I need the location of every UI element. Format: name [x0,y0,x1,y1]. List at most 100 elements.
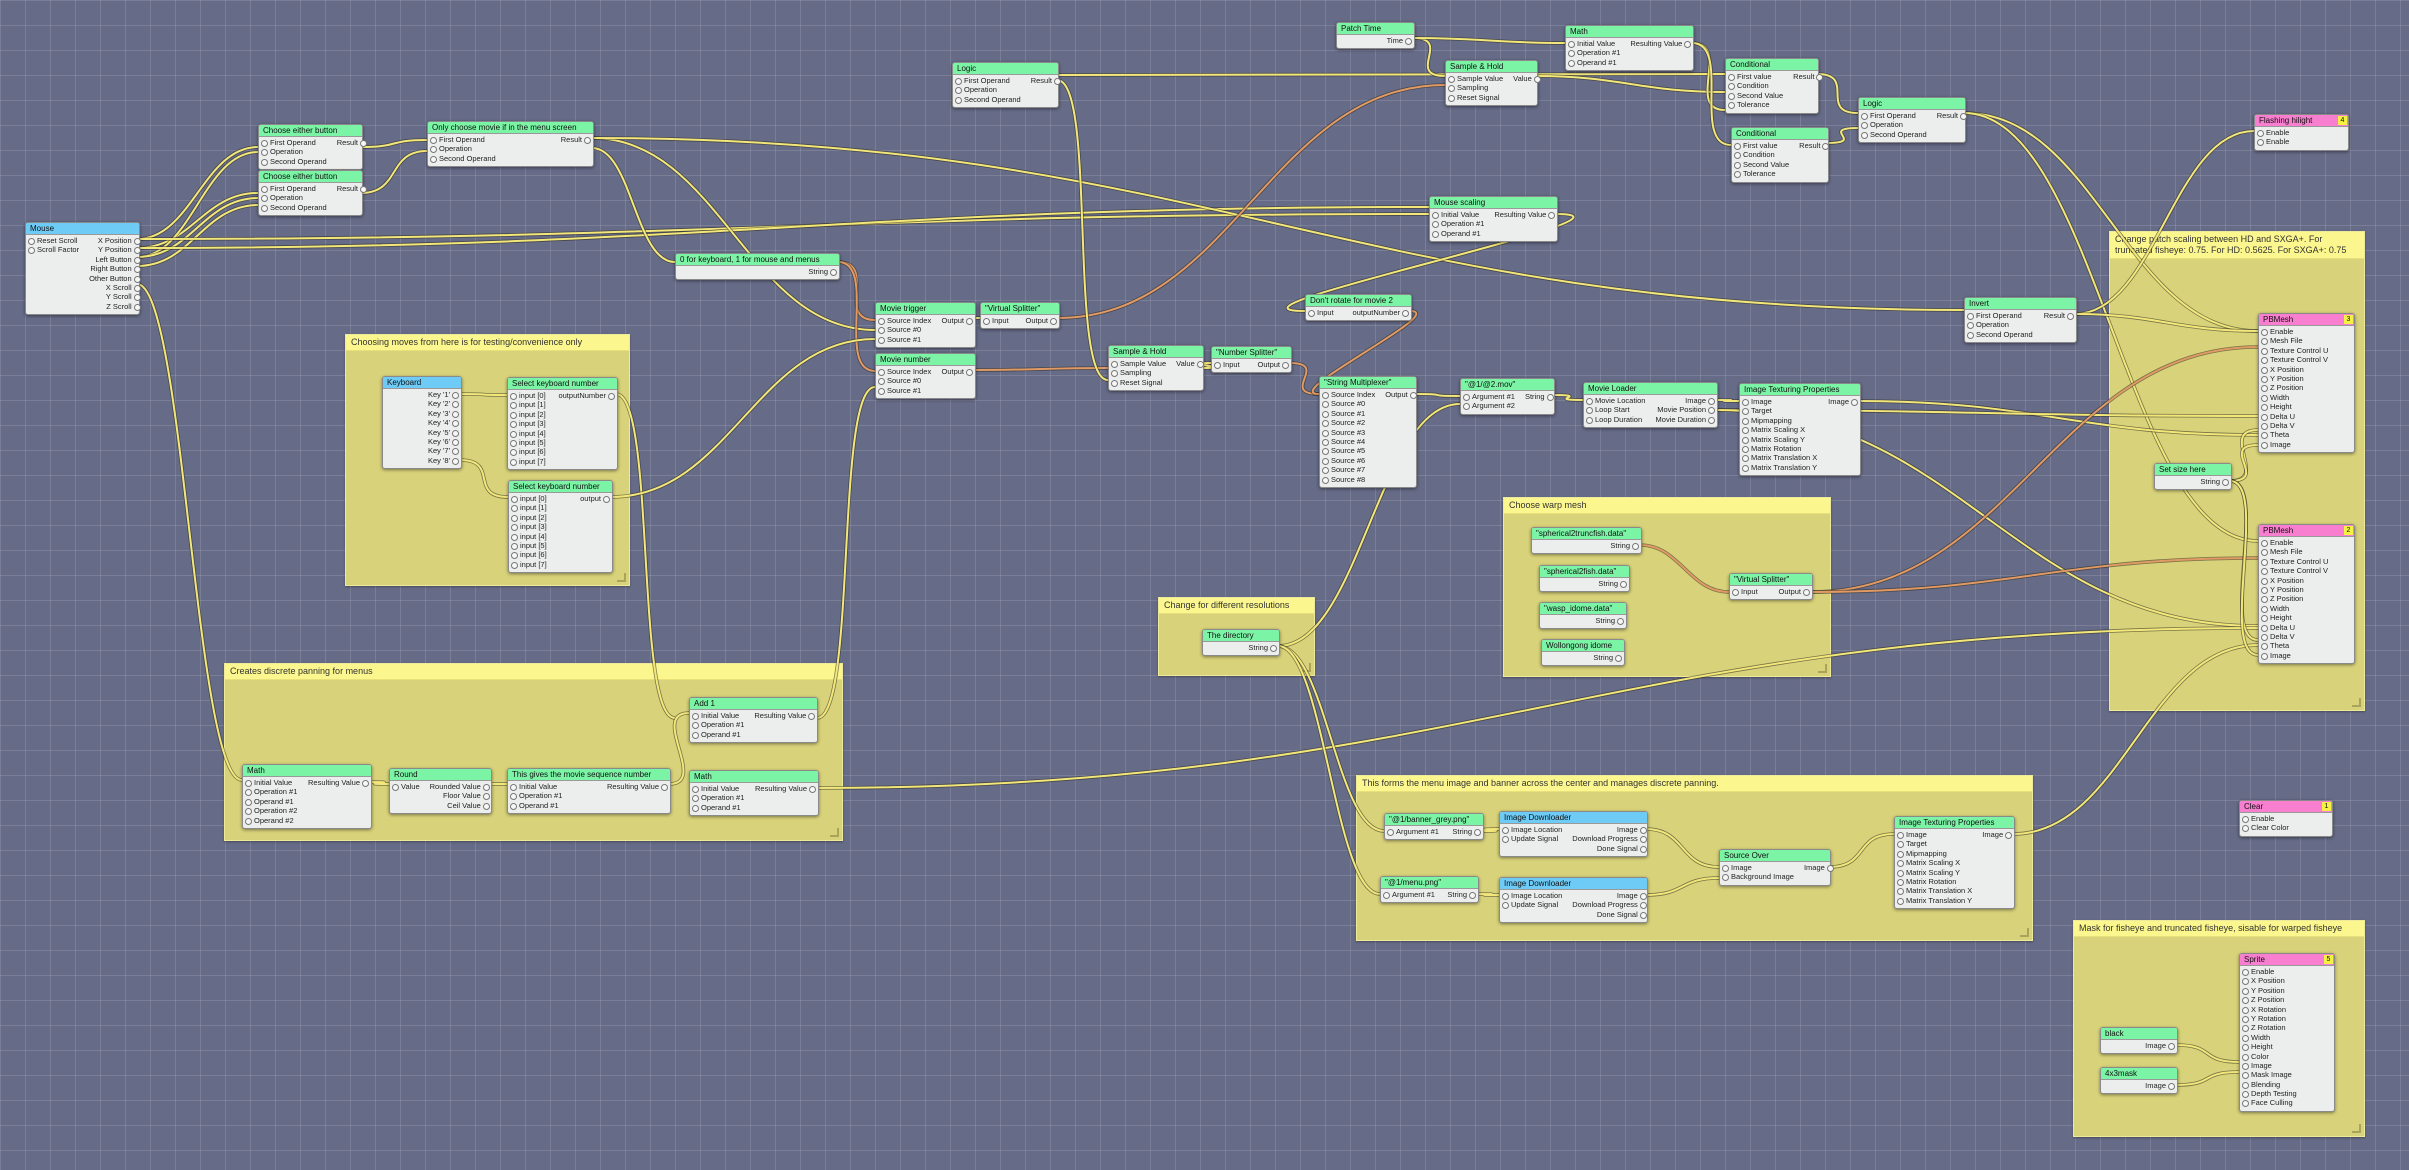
input-port-operand-1[interactable]: Operand #1 [508,801,566,811]
output-port-left-button[interactable]: Left Button [83,255,143,265]
output-port-result[interactable]: Result [331,184,369,194]
input-port-mipmapping[interactable]: Mipmapping [1895,849,1976,859]
input-port-input-5[interactable]: input [5] [509,541,551,551]
input-port-initial-value[interactable]: Initial Value [690,711,748,721]
input-port-operand-2[interactable]: Operand #2 [243,816,301,825]
input-port-depth-testing[interactable]: Depth Testing [2240,1089,2301,1099]
output-port-image[interactable]: Image [1650,396,1717,406]
input-port-width[interactable]: Width [2259,393,2332,403]
input-port-enable[interactable]: Enable [2259,327,2332,337]
input-port-source-1[interactable]: Source #1 [876,386,935,396]
output-port-right-button[interactable]: Right Button [83,264,143,274]
input-port-mesh-file[interactable]: Mesh File [2259,336,2332,346]
input-port-source-1[interactable]: Source #1 [1320,409,1379,419]
input-port-second-operand[interactable]: Second Operand [953,95,1025,105]
output-port-string[interactable]: String [2194,477,2231,487]
input-port-operand-1[interactable]: Operand #1 [690,730,748,740]
input-port-input-5[interactable]: input [5] [508,438,550,448]
input-port-source-index[interactable]: Source Index [876,367,935,377]
input-port-height[interactable]: Height [2259,402,2332,412]
node-title[interactable]: Movie trigger [876,303,975,315]
input-port-image-location[interactable]: Image Location [1500,825,1566,835]
input-port-condition[interactable]: Condition [1726,81,1787,91]
input-port-operation-2[interactable]: Operation #2 [243,806,301,816]
resize-handle[interactable] [2020,928,2029,937]
node-title[interactable]: Choose either button [259,125,362,137]
input-port-initial-value[interactable]: Initial Value [243,778,301,788]
node-title[interactable]: "spherical2truncfish.data" [1532,528,1641,540]
node-title[interactable]: Movie number [876,354,975,366]
node-title[interactable]: Don't rotate for movie 2 [1306,295,1411,307]
input-port-source-7[interactable]: Source #7 [1320,465,1379,475]
input-port-second-operand[interactable]: Second Operand [1859,130,1931,140]
node-title[interactable]: Image Downloader [1500,878,1647,890]
input-port-image[interactable]: Image [2240,1061,2301,1071]
node-title[interactable]: Patch Time [1337,23,1414,35]
input-port-source-1[interactable]: Source #1 [876,335,935,345]
input-port-x-position[interactable]: X Position [2259,365,2332,374]
input-port-operand-1[interactable]: Operand #1 [1430,229,1488,239]
node-title[interactable]: Keyboard [383,377,461,389]
input-port-delta-u[interactable]: Delta U [2259,623,2332,632]
input-port-texture-control-v[interactable]: Texture Control V [2259,355,2332,365]
output-port-z-scroll[interactable]: Z Scroll [83,302,143,312]
node-title[interactable]: Sample & Hold [1109,346,1203,358]
node-title[interactable]: Wollongong idome [1542,640,1624,652]
input-port-operation[interactable]: Operation [259,193,331,203]
input-port-source-4[interactable]: Source #4 [1320,437,1379,447]
node-title[interactable]: This gives the movie sequence number [508,769,670,781]
input-port-second-value[interactable]: Second Value [1732,160,1793,170]
input-port-reset-signal[interactable]: Reset Signal [1446,93,1507,103]
output-port-movie-duration[interactable]: Movie Duration [1650,415,1717,425]
input-port-matrix-translation-y[interactable]: Matrix Translation Y [1895,896,1976,906]
output-port-y-position[interactable]: Y Position [83,245,143,255]
input-port-tolerance[interactable]: Tolerance [1732,169,1793,179]
output-port-key-2[interactable]: Key '2' [422,399,461,409]
input-port-matrix-translation-x[interactable]: Matrix Translation X [1895,886,1976,896]
node-title[interactable]: Source Over [1720,850,1830,862]
input-port-texture-control-u[interactable]: Texture Control U [2259,346,2332,356]
input-port-operation[interactable]: Operation [428,144,500,154]
input-port-input-2[interactable]: input [2] [509,513,551,523]
output-port-image[interactable]: Image [1976,830,2014,840]
output-port-image[interactable]: Image [2139,1041,2177,1051]
input-port-input-6[interactable]: input [6] [509,550,551,560]
resize-handle[interactable] [830,828,839,837]
input-port-enable[interactable]: Enable [2255,128,2293,138]
input-port-input-6[interactable]: input [6] [508,447,550,457]
input-port-image[interactable]: Image [1720,863,1798,873]
node-title[interactable]: "@1/menu.png" [1381,877,1478,889]
output-port-string[interactable]: String [1441,890,1478,900]
input-port-source-3[interactable]: Source #3 [1320,428,1379,437]
node-title[interactable]: "Virtual Splitter" [1730,574,1812,586]
resize-handle[interactable] [2352,1124,2361,1133]
input-port-source-index[interactable]: Source Index [876,316,935,326]
input-port-initial-value[interactable]: Initial Value [690,784,748,794]
node-title[interactable]: Choose either button [259,171,362,183]
input-port-input[interactable]: Input [1730,587,1762,597]
input-port-height[interactable]: Height [2259,613,2332,623]
node-title[interactable]: "@1/banner_grey.png" [1385,814,1483,826]
node-title[interactable]: Sample & Hold [1446,61,1537,73]
input-port-clear-color[interactable]: Clear Color [2240,823,2293,833]
node-title[interactable]: Mouse [26,223,139,235]
node-title[interactable]: "String Multiplexer" [1320,377,1416,389]
input-port-first-operand[interactable]: First Operand [259,138,331,148]
